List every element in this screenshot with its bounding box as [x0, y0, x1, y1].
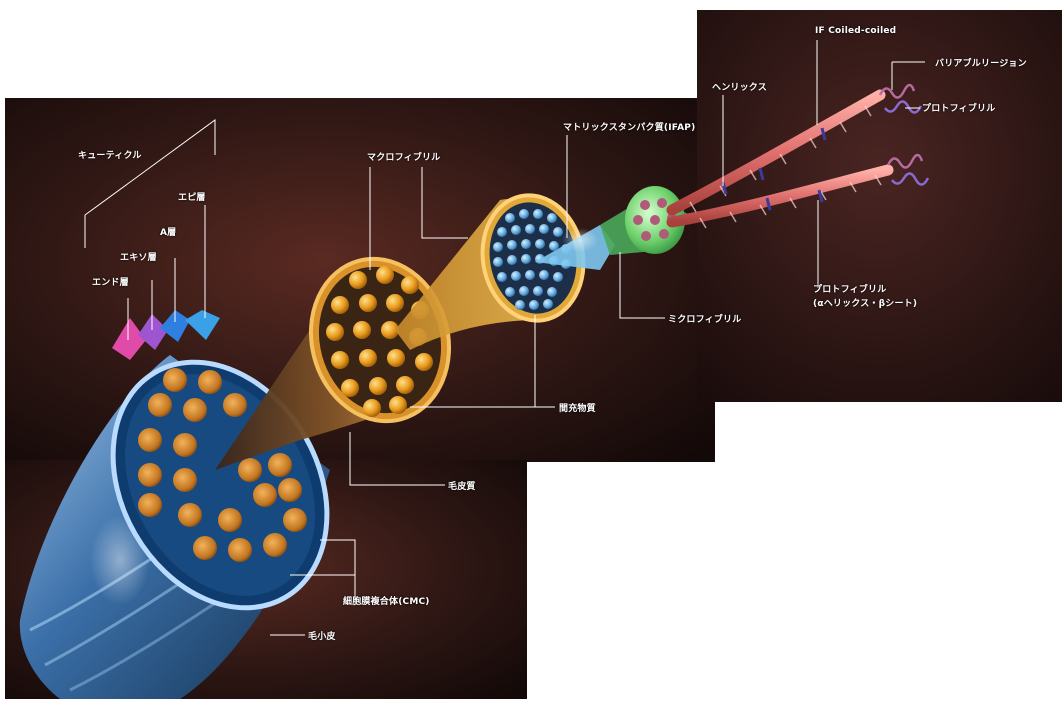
- label-protofibril-top: プロトフィブリル: [922, 101, 995, 114]
- label-matrix: 間充物質: [559, 401, 596, 414]
- label-exo: エキソ層: [120, 250, 157, 263]
- label-medulla: 毛小皮: [308, 629, 336, 642]
- label-microfibril: ミクロフィブリル: [668, 312, 741, 325]
- label-variable-region: バリアブルリージョン: [935, 56, 1027, 69]
- label-henrix: ヘンリックス: [712, 80, 767, 93]
- label-cortex: 毛皮質: [448, 479, 476, 492]
- label-macrofibril: マクロフィブリル: [367, 150, 440, 163]
- label-protofibril-mid: プロトフィブリル: [813, 282, 886, 295]
- label-a-layer: A層: [160, 225, 176, 238]
- label-ifap: マトリックスタンパク質(IFAP): [563, 120, 695, 133]
- label-protofibril-mid-sub: (αヘリックス・βシート): [813, 296, 917, 309]
- label-cmc: 細胞膜複合体(CMC): [343, 594, 430, 607]
- label-epi: エピ層: [178, 190, 206, 203]
- label-endo: エンド層: [92, 275, 129, 288]
- label-if-coiled: IF Coiled-coiled: [815, 26, 896, 36]
- label-cuticle: キューティクル: [78, 148, 142, 161]
